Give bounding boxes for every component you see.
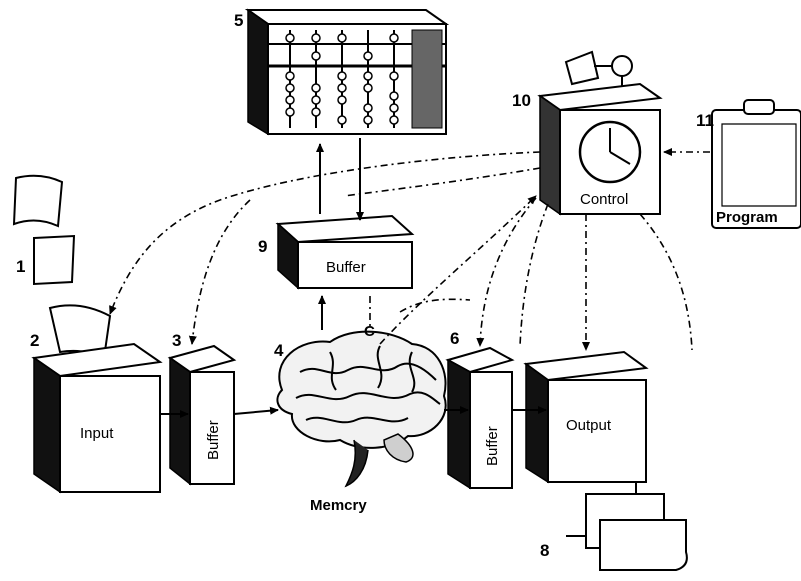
label-number-3: 3 (172, 331, 181, 350)
input-label: Input (80, 425, 114, 442)
label-number-5: 5 (234, 11, 243, 30)
memory-brain: 4 Memcry (274, 332, 446, 514)
label-number-9: 9 (258, 237, 267, 256)
program-label: Program (716, 209, 778, 226)
buffer-top: Buffer 9 (258, 216, 412, 288)
memory-label: Memcry (310, 497, 367, 514)
buffer-right-label: Buffer (484, 426, 501, 466)
label-number-10: 10 (512, 91, 531, 110)
label-number-4: 4 (274, 341, 284, 360)
buffer-left-label: Buffer (205, 420, 222, 460)
program-clipboard: Program 11 (696, 100, 801, 228)
buffer-left: Buffer 3 (170, 331, 234, 484)
control-unit: Control 10 (512, 52, 660, 214)
register-abacus: 5 (234, 10, 446, 134)
label-number-8: 8 (540, 541, 549, 560)
punch-cards: 1 (14, 176, 74, 284)
label-number-11: 11 (696, 111, 714, 130)
output-unit: Output (526, 352, 646, 482)
label-number-2: 2 (30, 331, 39, 350)
output-pages: 8 (540, 482, 687, 570)
buffer-right: Buffer 6 (448, 329, 512, 488)
buffer-top-label: Buffer (326, 259, 366, 276)
label-number-1: 1 (16, 257, 25, 276)
input-unit: Input 2 (30, 305, 160, 492)
label-number-6: 6 (450, 329, 459, 348)
output-label: Output (566, 417, 612, 434)
control-label: Control (580, 191, 628, 208)
c-marker: C (364, 323, 375, 340)
